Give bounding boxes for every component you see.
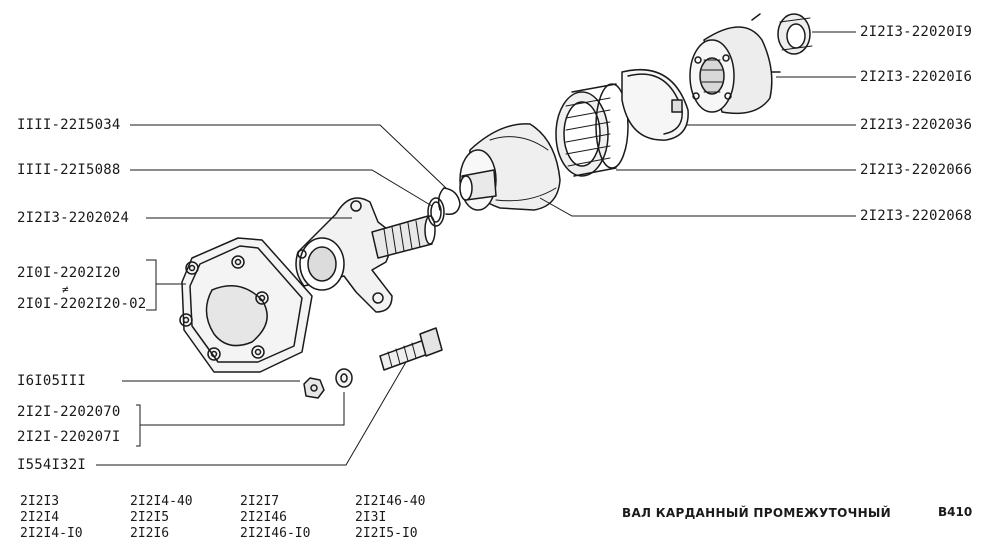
model-code: 2I2I5 bbox=[130, 510, 170, 525]
flange-plate-part bbox=[179, 237, 313, 373]
nut-part bbox=[303, 377, 325, 399]
part-label-clamp-band: 2I2I3-2202036 bbox=[860, 117, 973, 133]
model-code: 2I2I7 bbox=[240, 494, 280, 509]
part-label-washer-b: 2I2I-220207I bbox=[17, 429, 121, 445]
model-code: 2I2I4 bbox=[20, 510, 60, 525]
part-label-coupling-bolt: 2I2I3-22020I6 bbox=[860, 69, 973, 85]
leader-lines bbox=[96, 31, 856, 466]
diagram-title: ВАЛ КАРДАННЫЙ ПРОМЕЖУТОЧНЫЙ bbox=[622, 506, 892, 520]
retainer-ring-part bbox=[427, 197, 445, 227]
part-label-washer-a: 2I2I-2202070 bbox=[17, 404, 121, 420]
part-label-flange-b: 2I0I-2202I20-02 bbox=[17, 296, 147, 312]
part-label-flange-bolt-retainer: IIII-22I5034 bbox=[17, 117, 121, 133]
shaft-flange-part bbox=[295, 197, 436, 313]
model-code: 2I2I4-40 bbox=[130, 494, 193, 509]
part-label-nut: I6I05III bbox=[17, 373, 87, 389]
model-code: 2I2I46-I0 bbox=[240, 526, 311, 541]
bolt-part bbox=[379, 327, 443, 371]
alternative-marker: ≠ bbox=[62, 283, 69, 296]
part-label-boot: 2I2I3-2202068 bbox=[860, 208, 973, 224]
boot-part bbox=[459, 123, 561, 211]
washer-part bbox=[335, 368, 353, 388]
page-code: В410 bbox=[938, 505, 973, 519]
part-label-flange-a: 2I0I-2202I20 bbox=[17, 265, 121, 281]
part-label-bearing-cup: 2I2I3-22020I9 bbox=[860, 24, 973, 40]
bearing-cage-part bbox=[555, 83, 629, 177]
part-label-bolt: I554I32I bbox=[17, 457, 87, 473]
model-code: 2I2I46 bbox=[240, 510, 287, 525]
circlip-part bbox=[437, 187, 461, 216]
bearing-cup-part bbox=[777, 13, 813, 55]
model-code: 2I2I4-I0 bbox=[20, 526, 83, 541]
part-label-bearing-cage: 2I2I3-2202066 bbox=[860, 162, 973, 178]
model-code: 2I3I bbox=[355, 510, 387, 525]
model-code: 2I2I5-I0 bbox=[355, 526, 418, 541]
model-code: 2I2I3 bbox=[20, 494, 60, 509]
part-label-retainer-ring: IIII-22I5088 bbox=[17, 162, 121, 178]
model-code: 2I2I46-40 bbox=[355, 494, 426, 509]
coupling-body-part bbox=[689, 13, 781, 115]
part-label-shaft-flange: 2I2I3-2202024 bbox=[17, 210, 130, 226]
model-code: 2I2I6 bbox=[130, 526, 170, 541]
clamp-band-part bbox=[621, 68, 689, 141]
